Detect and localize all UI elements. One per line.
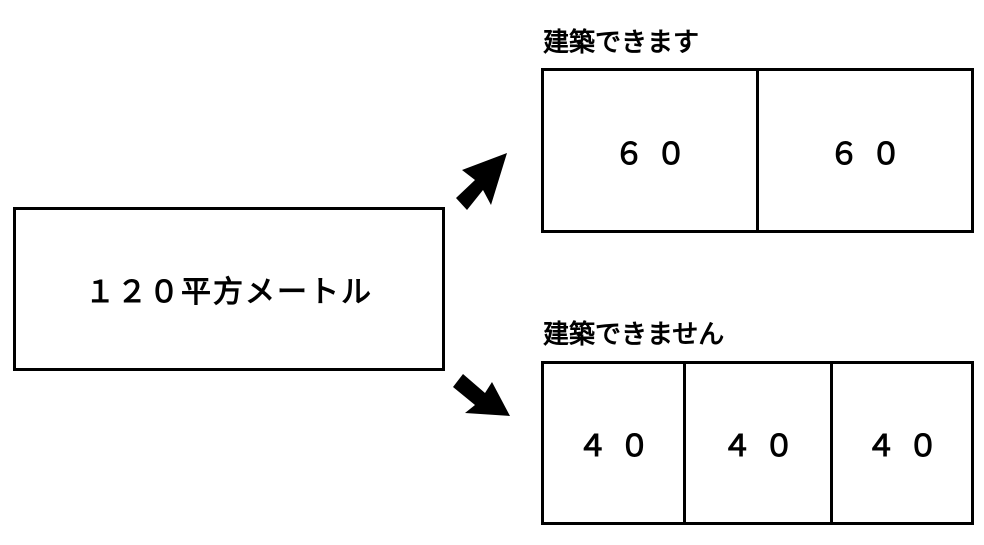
not-buildable-cell-value: ４０ xyxy=(577,429,662,464)
buildable-split-box: ６０ ６０ xyxy=(541,68,974,233)
arrow-up-right-icon xyxy=(456,153,507,210)
not-buildable-cell-value: ４０ xyxy=(866,429,950,464)
buildable-title: 建築できます xyxy=(543,28,700,58)
buildable-cell-value: ６０ xyxy=(614,136,698,172)
buildable-cell: ６０ xyxy=(759,71,971,230)
not-buildable-cell: ４０ xyxy=(833,364,971,522)
buildable-cell-value: ６０ xyxy=(829,136,913,172)
not-buildable-cell: ４０ xyxy=(686,364,833,522)
not-buildable-title: 建築できません xyxy=(543,320,725,350)
not-buildable-split-box: ４０ ４０ ４０ xyxy=(541,361,974,525)
arrow-down-right-icon xyxy=(453,374,510,416)
source-plot-text: １２０平方メートル xyxy=(85,275,373,310)
source-plot-label: １２０平方メートル xyxy=(16,210,442,368)
source-plot-box: １２０平方メートル xyxy=(13,207,445,371)
not-buildable-cell-value: ４０ xyxy=(722,429,806,464)
not-buildable-cell: ４０ xyxy=(544,364,686,522)
buildable-cell: ６０ xyxy=(544,71,759,230)
